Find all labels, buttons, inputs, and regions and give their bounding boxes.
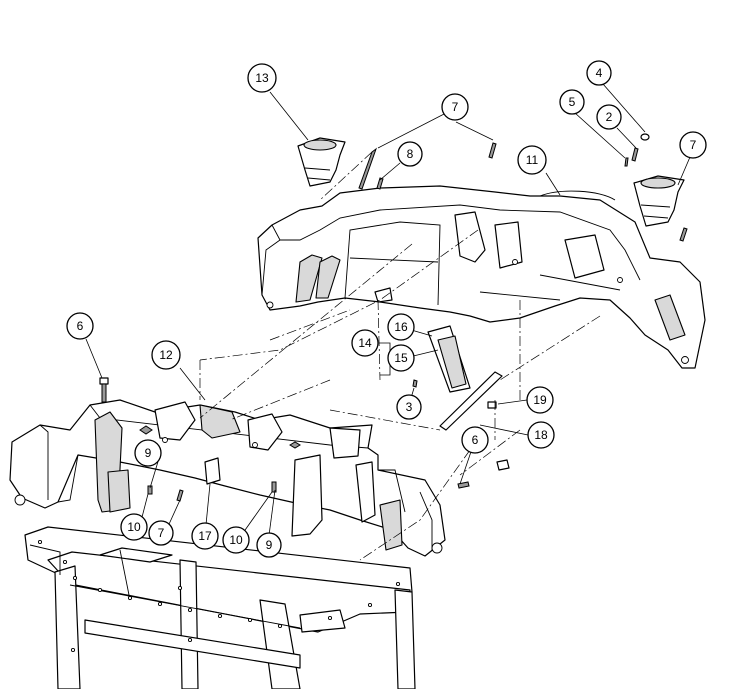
callout-3-label: 3 <box>406 400 413 414</box>
callout-10-label: 10 <box>127 520 141 534</box>
callout-19: 19 <box>526 386 554 414</box>
callout-18: 18 <box>527 421 555 449</box>
callout-7: 7 <box>441 93 469 121</box>
callout-5-label: 5 <box>569 95 576 109</box>
assembly-lines <box>199 151 601 561</box>
callout-6: 6 <box>66 312 94 340</box>
callout-11-label: 11 <box>526 153 539 167</box>
callout-7: 7 <box>148 520 174 546</box>
callout-12-label: 12 <box>159 348 173 362</box>
callout-7-label: 7 <box>158 526 165 540</box>
hardware <box>99 133 688 502</box>
callout-3: 3 <box>396 394 422 420</box>
lower-bracket <box>9 399 446 557</box>
callout-9-label: 9 <box>145 446 152 460</box>
callout-18-label: 18 <box>534 428 548 442</box>
callout-10: 10 <box>222 526 250 554</box>
callout-14: 14 <box>351 329 379 357</box>
callout-2-label: 2 <box>606 110 613 124</box>
chassis-frame <box>24 526 416 689</box>
callout-10: 10 <box>120 513 148 541</box>
callout-10-label: 10 <box>229 533 243 547</box>
callout-15: 15 <box>387 344 415 372</box>
upper-dash <box>257 185 706 369</box>
callout-9: 9 <box>134 439 162 467</box>
callout-11: 11 <box>517 145 547 175</box>
frame-holes <box>37 539 401 653</box>
cup-holder-left <box>297 137 346 187</box>
callout-19-label: 19 <box>533 393 547 407</box>
callout-6: 6 <box>461 426 489 454</box>
callout-17-label: 17 <box>198 529 212 543</box>
callout-16-label: 16 <box>394 320 408 334</box>
cup-holder-right <box>633 175 685 227</box>
callout-13: 13 <box>247 63 277 93</box>
callout-8: 8 <box>397 141 423 167</box>
callout-7: 7 <box>679 131 707 159</box>
callout-4: 4 <box>586 60 612 86</box>
callout-6-label: 6 <box>472 433 479 447</box>
callout-17: 17 <box>191 522 219 550</box>
callout-8-label: 8 <box>407 147 414 161</box>
callout-12: 12 <box>151 340 181 370</box>
callout-7-label: 7 <box>690 138 697 152</box>
callout-14-label: 14 <box>358 336 372 350</box>
callout-5: 5 <box>559 89 585 115</box>
callout-9: 9 <box>256 532 282 558</box>
callout-15-label: 15 <box>394 351 408 365</box>
callout-16: 16 <box>387 313 415 341</box>
callout-6-label: 6 <box>77 319 84 333</box>
callout-13-label: 13 <box>255 71 269 85</box>
callout-9-label: 9 <box>266 538 273 552</box>
callout-4-label: 4 <box>596 66 603 80</box>
callout-7-label: 7 <box>452 100 459 114</box>
callout-2: 2 <box>596 104 622 130</box>
